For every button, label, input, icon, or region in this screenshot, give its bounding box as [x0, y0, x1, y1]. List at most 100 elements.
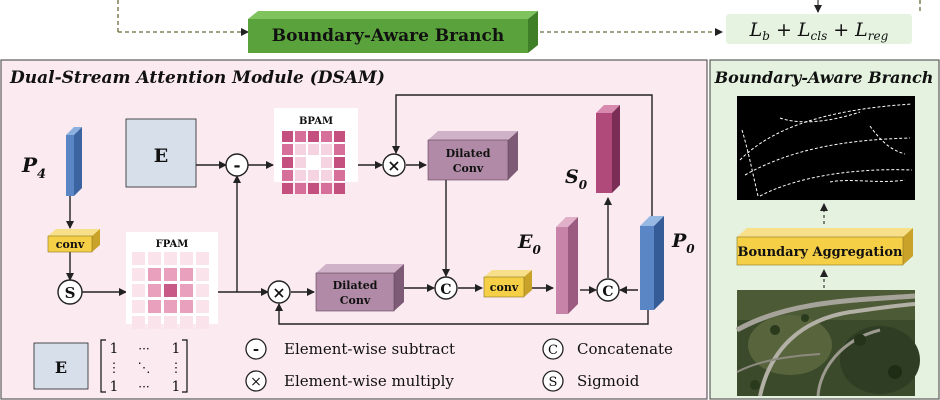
svg-text:S: S	[549, 375, 558, 390]
attention-cell	[196, 300, 209, 313]
edge-stroke	[744, 137, 911, 176]
edge-stroke	[869, 125, 906, 155]
svg-text:×: ×	[250, 374, 262, 390]
attention-cell	[334, 183, 345, 194]
attention-cell	[196, 268, 209, 281]
conv-block-1: conv	[47, 229, 100, 253]
multiply-operator-bottom: ×	[267, 280, 291, 304]
attention-cell	[164, 300, 177, 313]
svg-text:-: -	[233, 156, 240, 176]
svg-text:⋱: ⋱	[138, 361, 151, 376]
aerial-image	[735, 290, 920, 397]
concat-operator-1: C	[434, 276, 458, 300]
svg-text:C: C	[440, 282, 451, 298]
p4-feature-map: P4	[21, 127, 82, 196]
attention-cell	[308, 183, 319, 194]
attention-cell	[132, 316, 145, 329]
attention-cell	[295, 170, 306, 181]
boundary-aware-branch-block: Boundary-Aware Branch	[248, 11, 538, 53]
svg-text:Dilated: Dilated	[333, 279, 378, 292]
attention-cell	[282, 170, 293, 181]
p4-label: P4	[21, 153, 46, 182]
branch-label: Boundary-Aware Branch	[272, 26, 504, 46]
svg-text:-: -	[253, 340, 259, 358]
edge-stroke	[741, 129, 759, 197]
svg-text:FPAM: FPAM	[156, 239, 189, 250]
edge-stroke	[779, 111, 861, 123]
attention-cell	[321, 144, 332, 155]
attention-cell	[180, 300, 193, 313]
attention-cell	[308, 131, 319, 142]
edge-stroke	[739, 103, 913, 161]
subtract-operator: -	[225, 153, 249, 177]
attention-cell	[196, 252, 209, 265]
attention-cell	[295, 157, 306, 168]
attention-cell	[295, 131, 306, 142]
attention-cell	[196, 284, 209, 297]
svg-text:Conv: Conv	[340, 294, 371, 307]
svg-text:Lb+Lcls+Lreg: Lb+Lcls+Lreg	[749, 19, 889, 43]
attention-cell	[282, 144, 293, 155]
legend-matrix: 1 ··· 1 ⋮ ⋱ ⋮ 1 ··· 1	[100, 339, 188, 395]
boundary-aggregation-block: Boundary Aggregation	[736, 228, 913, 266]
svg-text:×: ×	[387, 156, 400, 175]
attention-cell	[132, 268, 145, 281]
svg-text:C: C	[602, 284, 613, 300]
attention-cell	[308, 170, 319, 181]
svg-text:S: S	[65, 284, 76, 302]
attention-cell	[308, 157, 319, 168]
attention-cell	[148, 300, 161, 313]
sigmoid-operator: S	[57, 279, 83, 305]
svg-text:Sigmoid: Sigmoid	[577, 372, 640, 390]
legend-subtract: - Element-wise subtract	[245, 338, 455, 360]
svg-text:E: E	[55, 358, 67, 377]
attention-cell	[334, 170, 345, 181]
attention-cell	[132, 284, 145, 297]
loss-box: Lb+Lcls+Lreg	[726, 14, 912, 44]
legend-e-box: E	[33, 342, 89, 390]
attention-cell	[295, 144, 306, 155]
attention-cell	[308, 144, 319, 155]
attention-cell	[321, 131, 332, 142]
attention-cell	[334, 157, 345, 168]
attention-cell	[334, 131, 345, 142]
legend: E 1 ··· 1 ⋮ ⋱ ⋮ 1 ··· 1 - Element-wise s…	[33, 338, 673, 395]
attention-cell	[148, 252, 161, 265]
attention-cell	[334, 144, 345, 155]
p0-label: P0	[671, 230, 695, 256]
attention-cell	[180, 252, 193, 265]
dsam-connections	[66, 94, 653, 325]
legend-sigmoid: S Sigmoid	[542, 370, 640, 392]
dilated-conv-bottom: Dilated Conv	[315, 264, 404, 312]
svg-text:1: 1	[172, 341, 181, 357]
e0-feature-map: E0	[517, 217, 578, 314]
attention-cell	[282, 183, 293, 194]
attention-cell	[180, 284, 193, 297]
attention-cell	[282, 157, 293, 168]
p0-feature-map: P0	[640, 216, 695, 310]
multiply-operator-top: ×	[382, 153, 406, 177]
svg-text:Dilated: Dilated	[446, 147, 491, 160]
top-dashed-connector	[117, 0, 921, 36]
svg-text:⋮: ⋮	[170, 361, 183, 376]
svg-text:BPAM: BPAM	[299, 116, 333, 127]
svg-text:1: 1	[110, 379, 119, 395]
s0-output-map: S0	[565, 105, 620, 193]
e-matrix-box: E	[125, 118, 197, 188]
svg-text:Element-wise subtract: Element-wise subtract	[284, 340, 455, 358]
conv-block-2: conv	[483, 270, 532, 298]
svg-text:⋮: ⋮	[108, 361, 121, 376]
boundary-map-image	[737, 96, 915, 200]
bpam-attention-map: BPAM	[274, 108, 358, 194]
svg-text:E: E	[154, 145, 168, 167]
attention-cell	[282, 131, 293, 142]
attention-cell	[180, 316, 193, 329]
bpam-grid	[282, 131, 345, 194]
attention-cell	[321, 170, 332, 181]
attention-cell	[132, 252, 145, 265]
svg-text:×: ×	[272, 283, 285, 302]
attention-cell	[180, 268, 193, 281]
attention-cell	[164, 316, 177, 329]
attention-cell	[321, 157, 332, 168]
svg-text:Concatenate: Concatenate	[577, 340, 673, 358]
